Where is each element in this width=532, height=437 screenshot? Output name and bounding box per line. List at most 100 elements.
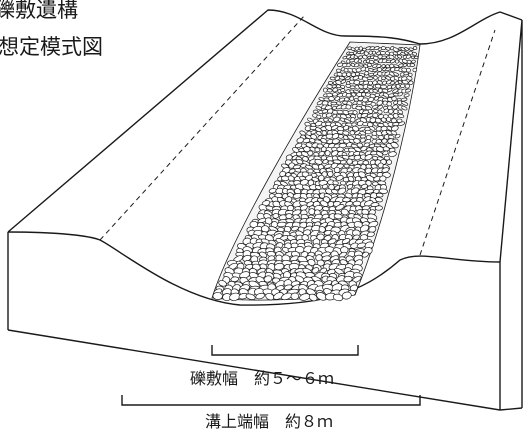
gravel-stone	[408, 47, 414, 51]
gravel-stone	[379, 51, 386, 55]
gravel-stone	[388, 108, 394, 114]
right-edge	[499, 19, 523, 411]
gravel-stone	[386, 116, 392, 122]
gravel-stone	[354, 46, 360, 51]
gravel-stone	[381, 138, 388, 144]
gravel-stone	[352, 110, 358, 115]
gravel-stone	[400, 97, 408, 102]
gravel-stone	[381, 55, 387, 59]
gravel-stone	[399, 83, 406, 89]
gravel-stone	[390, 130, 398, 136]
gravel-stone	[345, 104, 352, 110]
gravel-stone	[340, 88, 346, 93]
gravel-stone	[349, 85, 356, 90]
gravel-stone	[364, 129, 372, 135]
gravel-stone	[332, 180, 339, 186]
gravel-stone	[405, 88, 411, 93]
gravel-stone	[335, 204, 345, 211]
gravel-stone	[391, 118, 397, 124]
gravel-stone	[331, 133, 340, 140]
gravel-stone	[394, 133, 401, 139]
gravel-stone	[322, 87, 328, 93]
gravel-stone	[386, 159, 393, 165]
gravel-stone	[373, 75, 378, 80]
gravel-stone	[359, 50, 365, 55]
gravel-stone	[332, 87, 338, 93]
gravel-stone	[380, 84, 388, 89]
gravel-stone	[332, 92, 338, 97]
back-top-edge	[7, 9, 523, 233]
gravel-stone	[314, 147, 321, 153]
gravel-stone	[366, 84, 374, 89]
gravel-stone	[274, 262, 285, 271]
gravel-stone	[326, 88, 333, 93]
gravel-stone	[395, 83, 401, 89]
gravel-stone	[406, 75, 413, 81]
bottom-edge	[7, 329, 501, 411]
gravel-stone	[342, 130, 350, 136]
gravel-stone	[300, 151, 309, 157]
gravel-stone	[359, 89, 364, 93]
gravel-stone	[360, 145, 368, 152]
gravel-stone	[403, 51, 409, 55]
gravel-stone	[391, 125, 399, 132]
gravel-stone	[371, 134, 378, 140]
gravel-stone	[357, 59, 363, 63]
gravel-stone	[356, 142, 364, 148]
gravel-stone	[353, 79, 361, 85]
gravel-stone	[276, 221, 287, 228]
gravel-stone	[381, 76, 386, 81]
diagram-title-line-2: 想定模式図	[0, 35, 103, 59]
gravel-stone	[346, 167, 353, 173]
gravel-stone	[393, 72, 399, 77]
gravel-stone	[366, 231, 375, 238]
gravel-stone	[299, 130, 306, 136]
gravel-stone	[330, 125, 339, 131]
gravel-stone	[330, 101, 338, 106]
gravel-stone	[349, 96, 355, 101]
gravel-stones	[212, 46, 419, 302]
gravel-stone	[346, 158, 353, 165]
gravel-stone	[331, 150, 339, 157]
gravel-stone	[311, 176, 319, 182]
gravel-stone	[362, 97, 369, 103]
gravel-stone	[327, 170, 334, 178]
gravel-stone	[308, 208, 316, 215]
gravel-stone	[316, 233, 325, 241]
gravel-stone	[340, 159, 347, 165]
gravel-stone	[346, 184, 353, 190]
gravel-stone	[401, 105, 408, 111]
gravel-stone	[308, 293, 318, 302]
gravel-stone	[377, 104, 383, 110]
gravel-stone	[390, 142, 399, 149]
gravel-stone	[403, 71, 409, 76]
gravel-stone	[403, 93, 410, 98]
gravel-stone	[358, 63, 364, 67]
gravel-stone	[336, 68, 342, 73]
gravel-stone	[343, 118, 351, 124]
gravel-stone	[401, 101, 409, 106]
gravel-stone	[353, 138, 361, 144]
gravel-stone	[337, 134, 344, 139]
left-shoulder-line	[99, 14, 306, 241]
gravel-stone	[392, 88, 399, 94]
gravel-stone	[366, 76, 374, 80]
gravel-stone	[391, 84, 396, 89]
gravel-stone	[392, 138, 399, 143]
gravel-stone	[230, 276, 239, 282]
gravel-stone	[323, 117, 329, 122]
gravel-stone	[347, 176, 355, 182]
gravel-stone	[349, 284, 358, 292]
gravel-stone	[339, 251, 347, 258]
gravel-stone	[335, 175, 344, 181]
gravel-stone	[321, 130, 328, 136]
gravel-stone	[290, 225, 299, 232]
gravel-stone	[332, 293, 344, 302]
gravel-stone	[372, 104, 379, 109]
gravel-stone	[315, 105, 322, 111]
gravel-stone	[345, 93, 352, 98]
gravel-stone	[329, 76, 336, 81]
gravel-stone	[272, 213, 280, 219]
gravel-stone	[338, 75, 345, 80]
